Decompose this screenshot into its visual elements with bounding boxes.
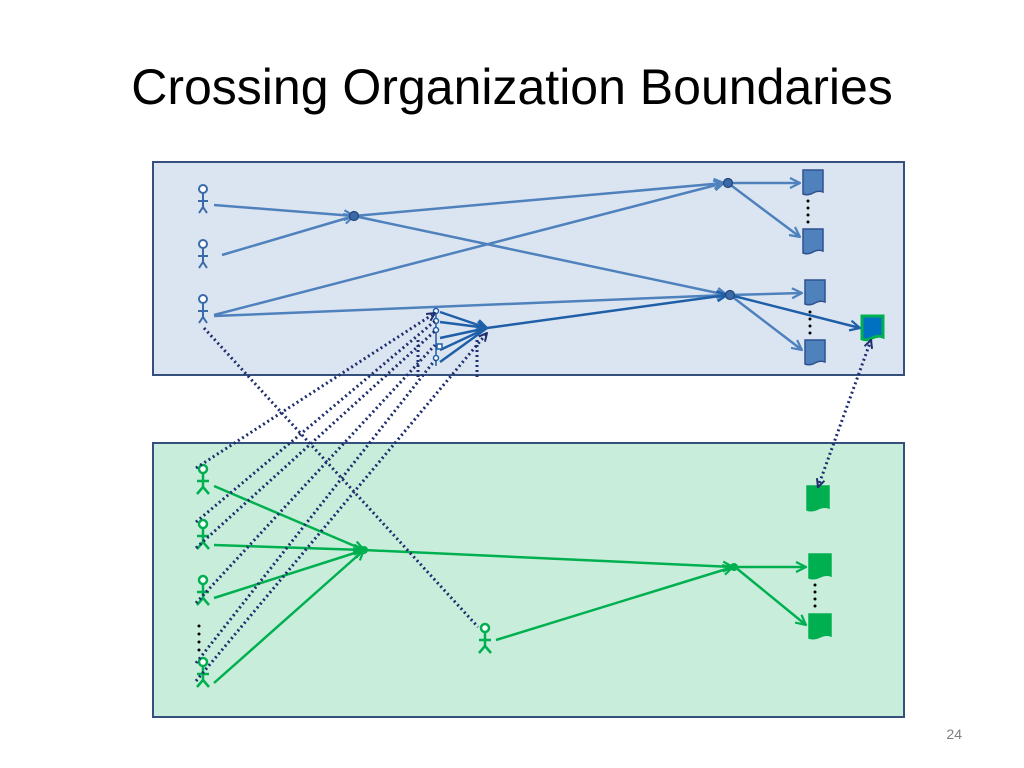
top-document-2-icon — [802, 228, 824, 255]
blue-flow-to-shared-doc — [729, 293, 860, 328]
bottom-organization-box — [152, 442, 905, 718]
top-document-1-icon — [802, 169, 824, 196]
top-document-4-icon — [804, 339, 826, 366]
shared-document-icon — [860, 314, 885, 342]
slide-title: Crossing Organization Boundaries — [131, 59, 893, 115]
bottom-document-2-icon — [808, 553, 832, 580]
top-nodes — [348, 177, 736, 301]
bottom-document-3-icon — [808, 613, 832, 640]
top-document-3-icon — [804, 279, 826, 306]
bottom-document-1-icon — [806, 485, 830, 512]
top-document-ellipsis — [806, 199, 812, 335]
bottom-flow-lines — [213, 484, 806, 684]
bottom-nodes — [360, 546, 738, 571]
cross-boundary-dotted-links — [194, 311, 871, 682]
bottom-actor-ellipsis — [197, 624, 201, 652]
top-flow-lines — [213, 183, 802, 350]
page-number: 24 — [946, 726, 962, 742]
top-organization-box — [152, 161, 905, 376]
bottom-document-ellipsis — [813, 583, 817, 608]
